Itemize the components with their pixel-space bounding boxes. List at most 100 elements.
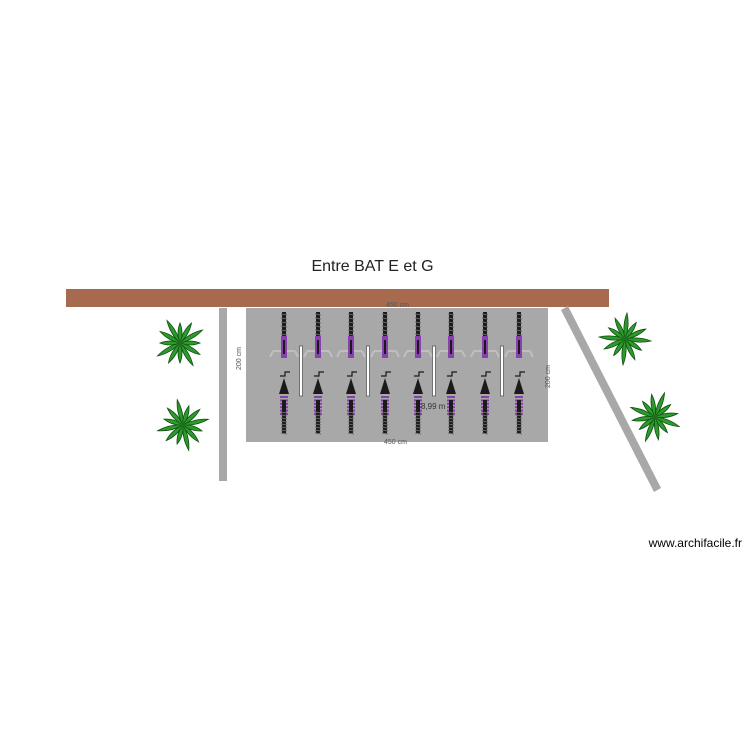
bike-seat [346,378,356,394]
bike-rear-tyre [349,400,353,433]
plant-leaf [629,406,657,418]
bike-tread [381,414,389,417]
bike-tread [481,325,489,328]
bike [269,312,299,435]
bike-tread [481,432,489,435]
bike-tread [347,432,355,435]
bike-tread [515,429,523,432]
bike-tread [481,313,489,316]
bike-rear-tyre [449,400,453,433]
plant-group [156,311,681,452]
bike-seat [413,378,423,394]
bike-tread [414,414,422,417]
bike [403,312,433,435]
dimension-left: 200 cm [236,347,243,370]
bike-tread [381,426,389,429]
bike-tread [381,313,389,316]
bike-rear-tyre [517,400,521,433]
bike-grip [361,350,366,358]
bike [370,312,400,435]
bike-tread [447,414,455,417]
bike-tread [414,426,422,429]
plant-leaf [623,328,647,340]
bike-tread [280,417,288,420]
bike-tread [280,423,288,426]
bike-tread [481,411,489,414]
bike-front-tyre [449,312,453,344]
bike-tread [414,420,422,423]
bike-grip [336,350,341,358]
plant-leaf [623,311,629,341]
bike-front-tyre [383,312,387,344]
bike-tread [314,411,322,414]
bike-grip [328,350,333,358]
bike-grip [470,350,475,358]
bike-grip [436,350,441,358]
bike-grip [504,350,509,358]
plant-center [180,422,186,428]
bike-stem [518,340,520,354]
bike-tread [414,417,422,420]
plant-leaf [653,412,679,419]
plant-leaf [182,423,190,452]
bike-rear-band [381,396,389,398]
plan-title: Entre BAT E et G [311,258,434,275]
bike-tread [314,429,322,432]
bike [470,312,500,435]
bike-tread [447,313,455,316]
bike-front-tyre [517,312,521,344]
bike-tread [515,329,523,332]
bike-grip [529,350,534,358]
bike-rear-band [280,396,288,398]
bike-seat [480,378,490,394]
bike-tread [314,333,322,336]
bike-tread [481,329,489,332]
plant-leaf [166,319,181,345]
rack-bar [366,345,370,397]
plant-leaf [179,322,193,345]
plant-center [177,340,183,346]
bike-tread [414,333,422,336]
bike-tread [347,429,355,432]
bike-tread [481,333,489,336]
plant-leaf [167,341,181,364]
bike-tread [481,414,489,417]
left-post [219,308,227,481]
bike-tread [381,429,389,432]
plant-leaf [181,418,210,426]
bike-tread [280,325,288,328]
bike-grip [428,350,433,358]
bike-front-tyre [316,312,320,344]
bike-front-tyre [483,312,487,344]
bike-tread [280,321,288,324]
dimension-bottom: 450 cm [384,439,407,446]
bike-tread [314,325,322,328]
plant [597,311,653,367]
bike-tread [314,423,322,426]
bike-tread [515,426,523,429]
bike-tread [280,411,288,414]
credit-link[interactable]: www.archifacile.fr [648,536,742,550]
rack-bar [432,345,436,397]
bike-tread [481,423,489,426]
bike-tread [280,429,288,432]
plant-center [622,336,628,342]
bike-tread [515,325,523,328]
plant-leaf [614,317,626,341]
bike-tread [280,414,288,417]
bike-tread [347,329,355,332]
plant-leaf [178,329,204,344]
plant-leaf [179,341,194,367]
bike-tread [347,420,355,423]
building-wall [66,289,609,307]
bike-rack-group [269,312,534,435]
bike-tread [381,417,389,420]
bike-stem [450,340,452,354]
rack-bar [299,345,303,397]
bike-tread [347,414,355,417]
bike-rear-band [447,396,455,398]
bike-tread [280,313,288,316]
bike-tread [515,420,523,423]
plant-leaf [621,337,627,367]
